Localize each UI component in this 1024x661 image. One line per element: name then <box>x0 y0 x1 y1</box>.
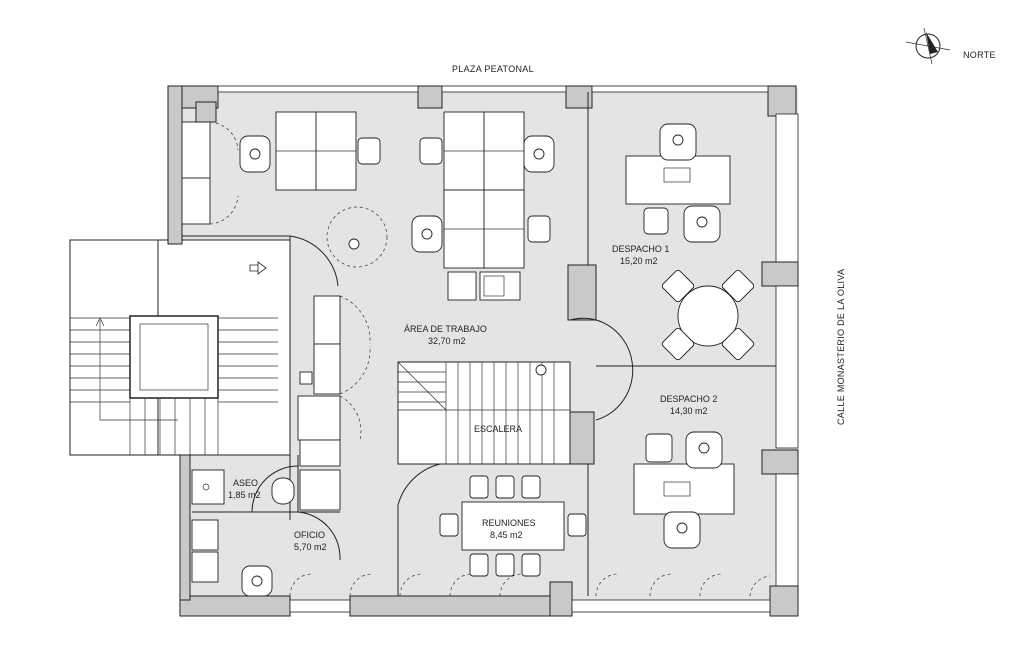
despacho-1-furniture <box>625 123 755 361</box>
interior-stair <box>397 317 634 465</box>
room-name-trabajo: ÁREA DE TRABAJO <box>404 324 487 334</box>
reuniones-furniture <box>397 463 587 577</box>
room-name-aseo: ASEO <box>233 478 258 488</box>
window-swings <box>289 573 771 597</box>
north-arrow-icon <box>905 27 951 65</box>
exterior-walls <box>167 85 799 617</box>
room-name-despacho-2: DESPACHO 2 <box>660 394 717 404</box>
room-area-reuniones: 8,45 m2 <box>490 530 523 540</box>
aseo-oficio-fixtures <box>191 465 341 597</box>
interior-partitions <box>182 92 776 596</box>
room-area-aseo: 1,85 m2 <box>228 490 261 500</box>
work-desks <box>275 111 525 301</box>
room-name-reuniones: REUNIONES <box>482 518 536 528</box>
room-name-escalera: ESCALERA <box>474 424 522 434</box>
room-area-despacho-1: 15,20 m2 <box>620 256 658 266</box>
exterior-staircase <box>69 239 278 456</box>
street-right-label: CALLE MONASTERIO DE LA OLIVA <box>836 269 846 425</box>
work-chairs <box>239 135 555 376</box>
room-area-oficio: 5,70 m2 <box>294 542 327 552</box>
despacho-2-furniture <box>633 431 735 549</box>
room-area-trabajo: 32,70 m2 <box>428 336 466 346</box>
room-name-despacho-1: DESPACHO 1 <box>612 244 669 254</box>
storage-cabinets <box>181 101 371 511</box>
north-label: NORTE <box>963 50 996 60</box>
room-area-despacho-2: 14,30 m2 <box>670 406 708 416</box>
street-top-label: PLAZA PEATONAL <box>452 64 534 74</box>
room-name-oficio: OFICIO <box>294 530 325 540</box>
